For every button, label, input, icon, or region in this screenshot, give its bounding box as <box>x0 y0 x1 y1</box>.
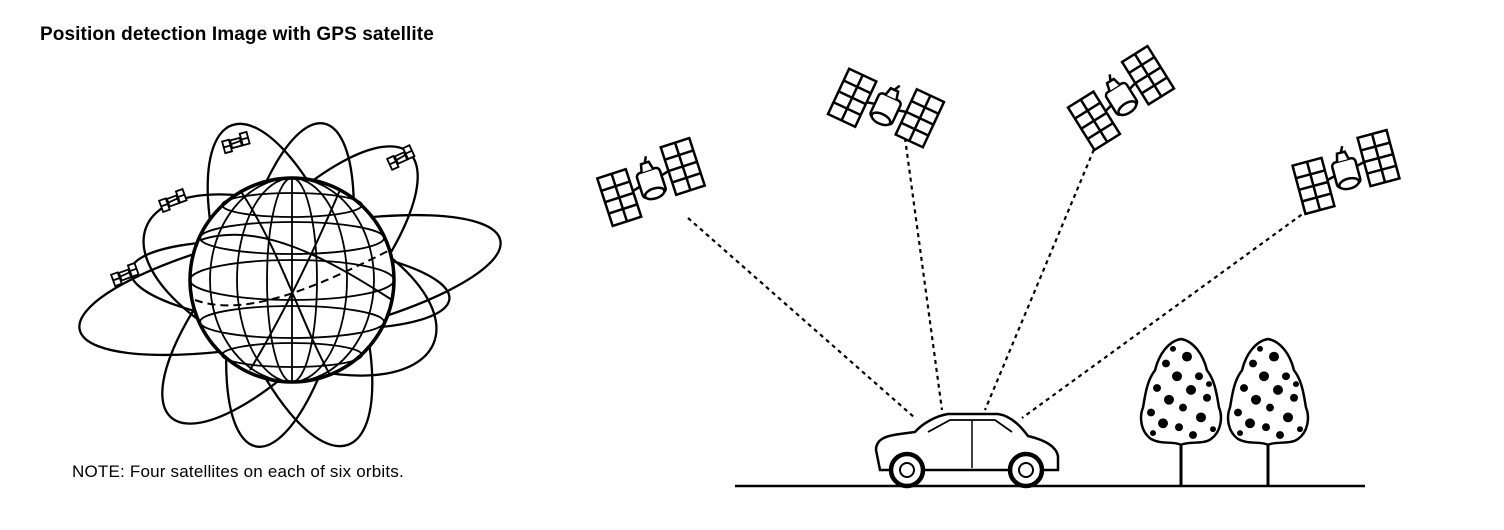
satellite-icon <box>1288 128 1404 216</box>
tree-icon <box>1139 337 1223 488</box>
car-icon <box>874 412 1060 489</box>
signal-lines <box>687 134 1309 419</box>
figure-title: Position detection Image with GPS satell… <box>40 24 434 45</box>
globe-icon <box>78 122 502 448</box>
satellite-icon <box>592 136 710 228</box>
satellite-icon <box>157 188 189 213</box>
figure-note: NOTE: Four satellites on each of six orb… <box>72 462 404 481</box>
tree-icon <box>1226 337 1310 488</box>
satellite-icon <box>826 58 946 158</box>
satellite-icon <box>1061 44 1181 152</box>
satellite-icon <box>220 131 252 155</box>
